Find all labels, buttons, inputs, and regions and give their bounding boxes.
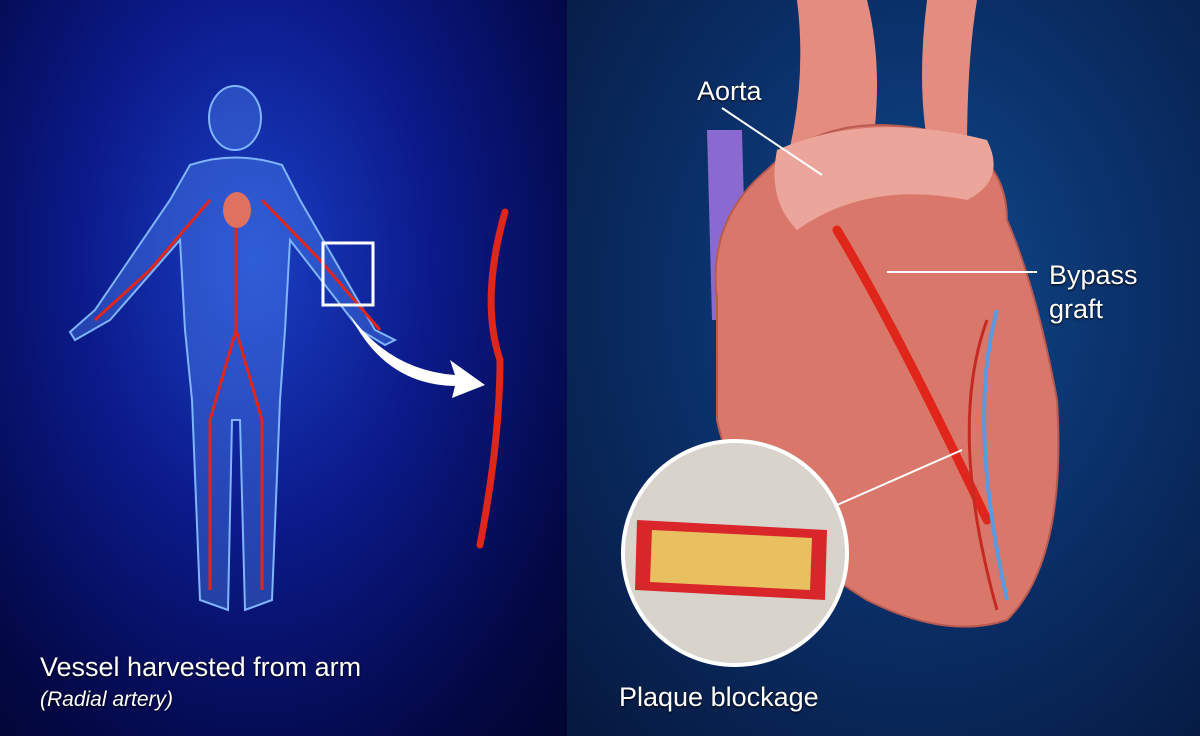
body-illustration	[68, 85, 509, 612]
arrow-icon	[350, 315, 485, 398]
heart-illustration	[621, 0, 1060, 667]
bypass-graft	[832, 225, 992, 525]
coronary-artery	[967, 319, 999, 611]
label-aorta: Aorta	[697, 76, 762, 106]
human-body-figure	[68, 85, 398, 612]
radial-artery-vessel	[476, 208, 509, 549]
leader-lines	[721, 107, 1037, 506]
aorta	[774, 127, 994, 230]
arteries	[93, 198, 382, 590]
left-panel: Vessel harvested from arm (Radial artery…	[0, 0, 567, 736]
harvest-site-box	[321, 241, 375, 307]
coronary-vein	[982, 309, 1009, 601]
heart-small	[223, 192, 251, 228]
label-plaque: Plaque blockage	[619, 682, 819, 712]
left-subcaption: (Radial artery)	[40, 688, 174, 711]
left-caption: Vessel harvested from arm	[40, 652, 362, 682]
label-bypass-line2: graft	[1049, 294, 1104, 324]
label-bypass-line1: Bypass	[1049, 260, 1138, 290]
right-panel: Aorta Bypass graft Plaque blockage	[567, 0, 1200, 736]
